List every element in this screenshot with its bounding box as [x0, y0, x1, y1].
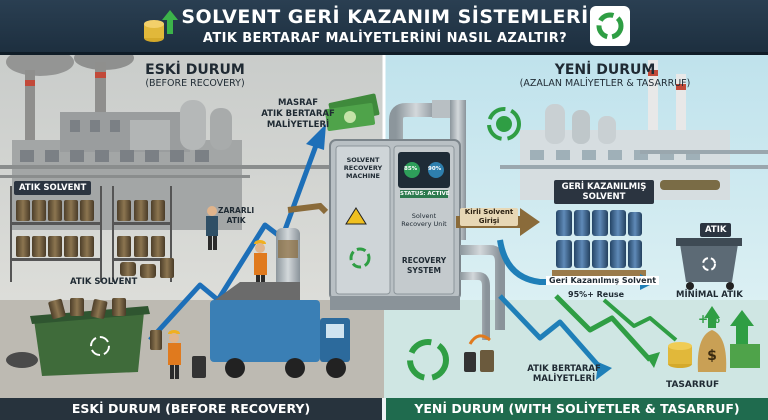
unit-label: Solvent Recovery Unit [401, 212, 447, 228]
right-subtitle: (AZALAN MALİYETLER & TASARRUF) [519, 78, 691, 89]
recovered-barrels [552, 180, 720, 276]
recovered-flow-arrow [497, 239, 640, 285]
percent-label: +% [698, 312, 721, 326]
recovered-flow-label: Geri Kazanılmış Solvent [546, 276, 660, 285]
dirty-solvent-label: Kirli Solvent Girişi [460, 208, 518, 226]
left-title: ESKİ DURUM [145, 62, 245, 78]
machine-status: STATUS: ACTIVE [400, 191, 450, 197]
worker-near-dumpster [168, 330, 181, 379]
barrel-shelf-left [10, 186, 102, 282]
screen-value-1: 85% [404, 166, 418, 172]
cost-label-left: MASRAF ATIK BERTARAF MALİYETLERİ [261, 98, 335, 130]
leaking-tank [276, 202, 329, 292]
zararli-atik-label: ZARARLI ATIK [218, 206, 255, 225]
cost-label-right: ATIK BERTARAF MALİYETLERİ [527, 364, 601, 384]
recycle-icon [90, 336, 110, 356]
waste-dumpster [6, 298, 206, 378]
blue-down-head [596, 362, 612, 380]
screen-value-2: 90% [428, 166, 442, 172]
money-up-icon [144, 10, 178, 42]
recycle-icon-large [407, 339, 449, 381]
system-label: RECOVERY SYSTEM [401, 256, 447, 275]
decreasing-cost-arrows [498, 294, 678, 374]
machine-title: SOLVENT RECOVERY MACHINE [343, 156, 383, 180]
recovery-machine [329, 100, 505, 340]
cash-stack-icon [324, 93, 380, 131]
footer-right: YENİ DURUM (WITH SOLİYETLER & TASARRUF) [386, 398, 768, 420]
atik-solvent-tag: ATIK SOLVENT [14, 181, 92, 195]
right-title: YENİ DURUM [554, 62, 656, 78]
recycle-icon-header [590, 6, 630, 46]
page-subtitle: ATIK BERTARAF MALİYETLERİNİ NASIL AZALTI… [202, 31, 568, 46]
left-subtitle: (BEFORE RECOVERY) [145, 78, 245, 89]
small-barrels-right [464, 334, 494, 372]
floor-barrels-left [120, 258, 174, 278]
recovered-solvent-tag: GERİ KAZANILMIŞ SOLVENT [554, 180, 654, 204]
footer-left: ESKİ DURUM (BEFORE RECOVERY) [0, 398, 382, 420]
barrel-shelf-right [112, 186, 172, 282]
worker-with-clipboard [206, 206, 218, 250]
dollar-cycle-icon [487, 107, 521, 141]
minimal-waste-label: MİNİMAL ATIK [676, 290, 743, 300]
warning-icon [345, 207, 367, 225]
garbage-truck [210, 282, 350, 378]
svg-text:$: $ [707, 348, 717, 364]
header-bar: SOLVENT GERİ KAZANIM SİSTEMLERİ ATIK BER… [0, 0, 768, 55]
savings-label: TASARRUF [666, 380, 720, 390]
reuse-label: 95%+ Reuse [568, 290, 625, 299]
page-title: SOLVENT GERİ KAZANIM SİSTEMLERİ [181, 6, 589, 28]
recycle-icon-machine [349, 247, 371, 269]
atik-solvent-label: ATIK SOLVENT [70, 277, 138, 287]
atik-tag: ATIK [700, 223, 732, 237]
minimal-waste-bin [676, 238, 742, 290]
green-down-head [646, 352, 660, 368]
cost-rising-arrow [148, 139, 321, 342]
cost-arrow-head [306, 124, 326, 150]
savings-icon: $ [668, 306, 760, 372]
